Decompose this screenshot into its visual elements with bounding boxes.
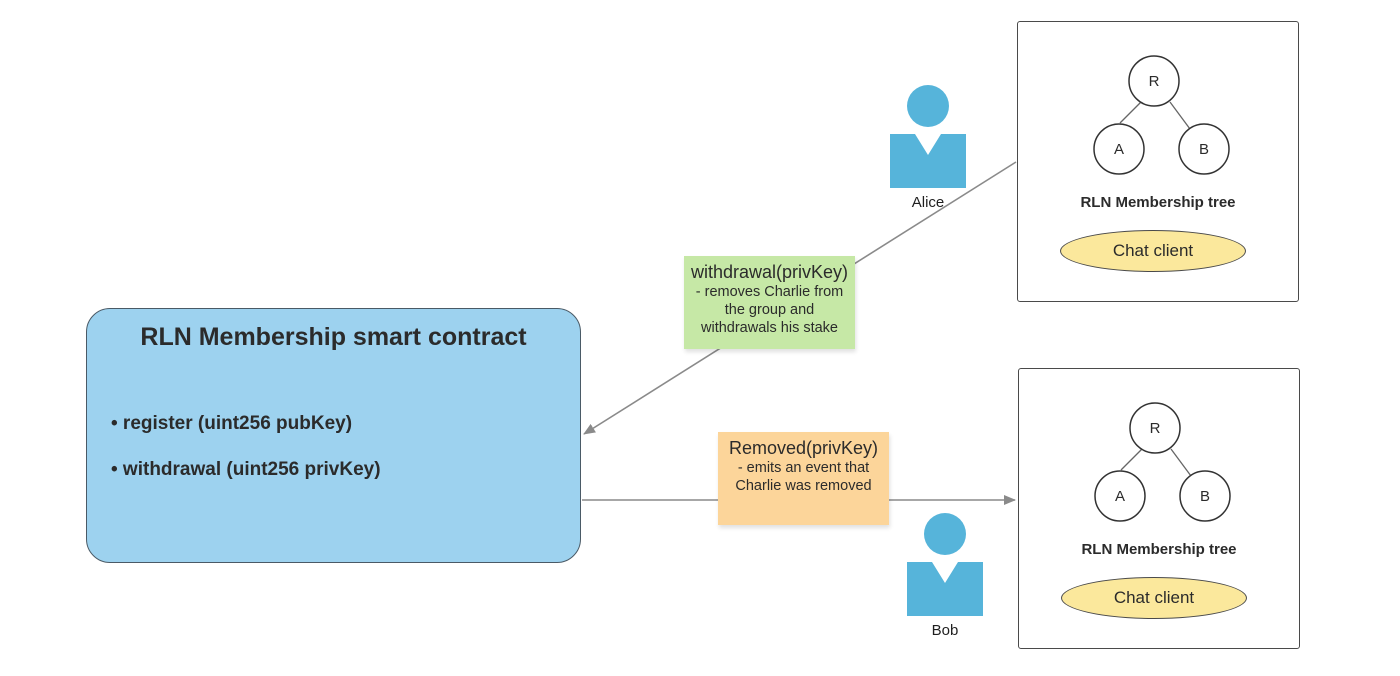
tree-node-right — [1178, 123, 1230, 175]
bob-chat-client-label: Chat client — [1113, 588, 1195, 607]
tree-node-right-label: B — [1200, 488, 1210, 505]
tree-node-root — [1129, 402, 1181, 454]
tree-node-right-label: B — [1199, 141, 1209, 158]
tree-node-left-label: A — [1114, 141, 1124, 158]
tree-node-root-label: R — [1149, 73, 1160, 90]
alice-chat-client-label: Chat client — [1112, 241, 1194, 260]
removed-event-note: Removed(privKey) - emits an event that C… — [718, 432, 889, 525]
contract-method-register: • register (uint256 pubKey) — [111, 413, 353, 434]
bob-label: Bob — [931, 622, 959, 639]
contract-method-withdrawal: • withdrawal (uint256 privKey) — [111, 459, 381, 480]
withdrawal-note-title: withdrawal(privKey) — [690, 262, 849, 282]
contract-title: RLN Membership smart contract — [140, 323, 527, 351]
removed-note-title: Removed(privKey) — [728, 438, 879, 458]
tree-node-root-label: R — [1150, 420, 1161, 437]
bob-chat-client[interactable]: Chat client — [1061, 577, 1247, 619]
smart-contract-box: RLN Membership smart contract • register… — [86, 308, 581, 563]
alice-label: Alice — [911, 194, 945, 211]
bob-membership-tree: R A B — [1094, 402, 1231, 522]
alice-person-icon — [890, 85, 966, 188]
tree-node-root — [1128, 55, 1180, 107]
tree-node-left-label: A — [1115, 488, 1125, 505]
bob-person-icon — [907, 513, 983, 616]
alice-tree-label: RLN Membership tree — [1080, 194, 1236, 211]
bob-client-box: R A B RLN Membership tree Chat client — [1018, 368, 1300, 649]
tree-node-left — [1093, 123, 1145, 175]
alice-client-box: R A B RLN Membership tree Chat client — [1017, 21, 1299, 302]
bob-tree-label: RLN Membership tree — [1081, 541, 1237, 558]
removed-note-body: - emits an event that Charlie was remove… — [735, 460, 872, 494]
withdrawal-note-body: - removes Charlie from the group and wit… — [695, 284, 844, 336]
withdrawal-note: withdrawal(privKey) - removes Charlie fr… — [684, 256, 855, 349]
tree-node-left — [1094, 470, 1146, 522]
alice-chat-client[interactable]: Chat client — [1060, 230, 1246, 272]
alice-membership-tree: R A B — [1093, 55, 1230, 175]
tree-node-right — [1179, 470, 1231, 522]
